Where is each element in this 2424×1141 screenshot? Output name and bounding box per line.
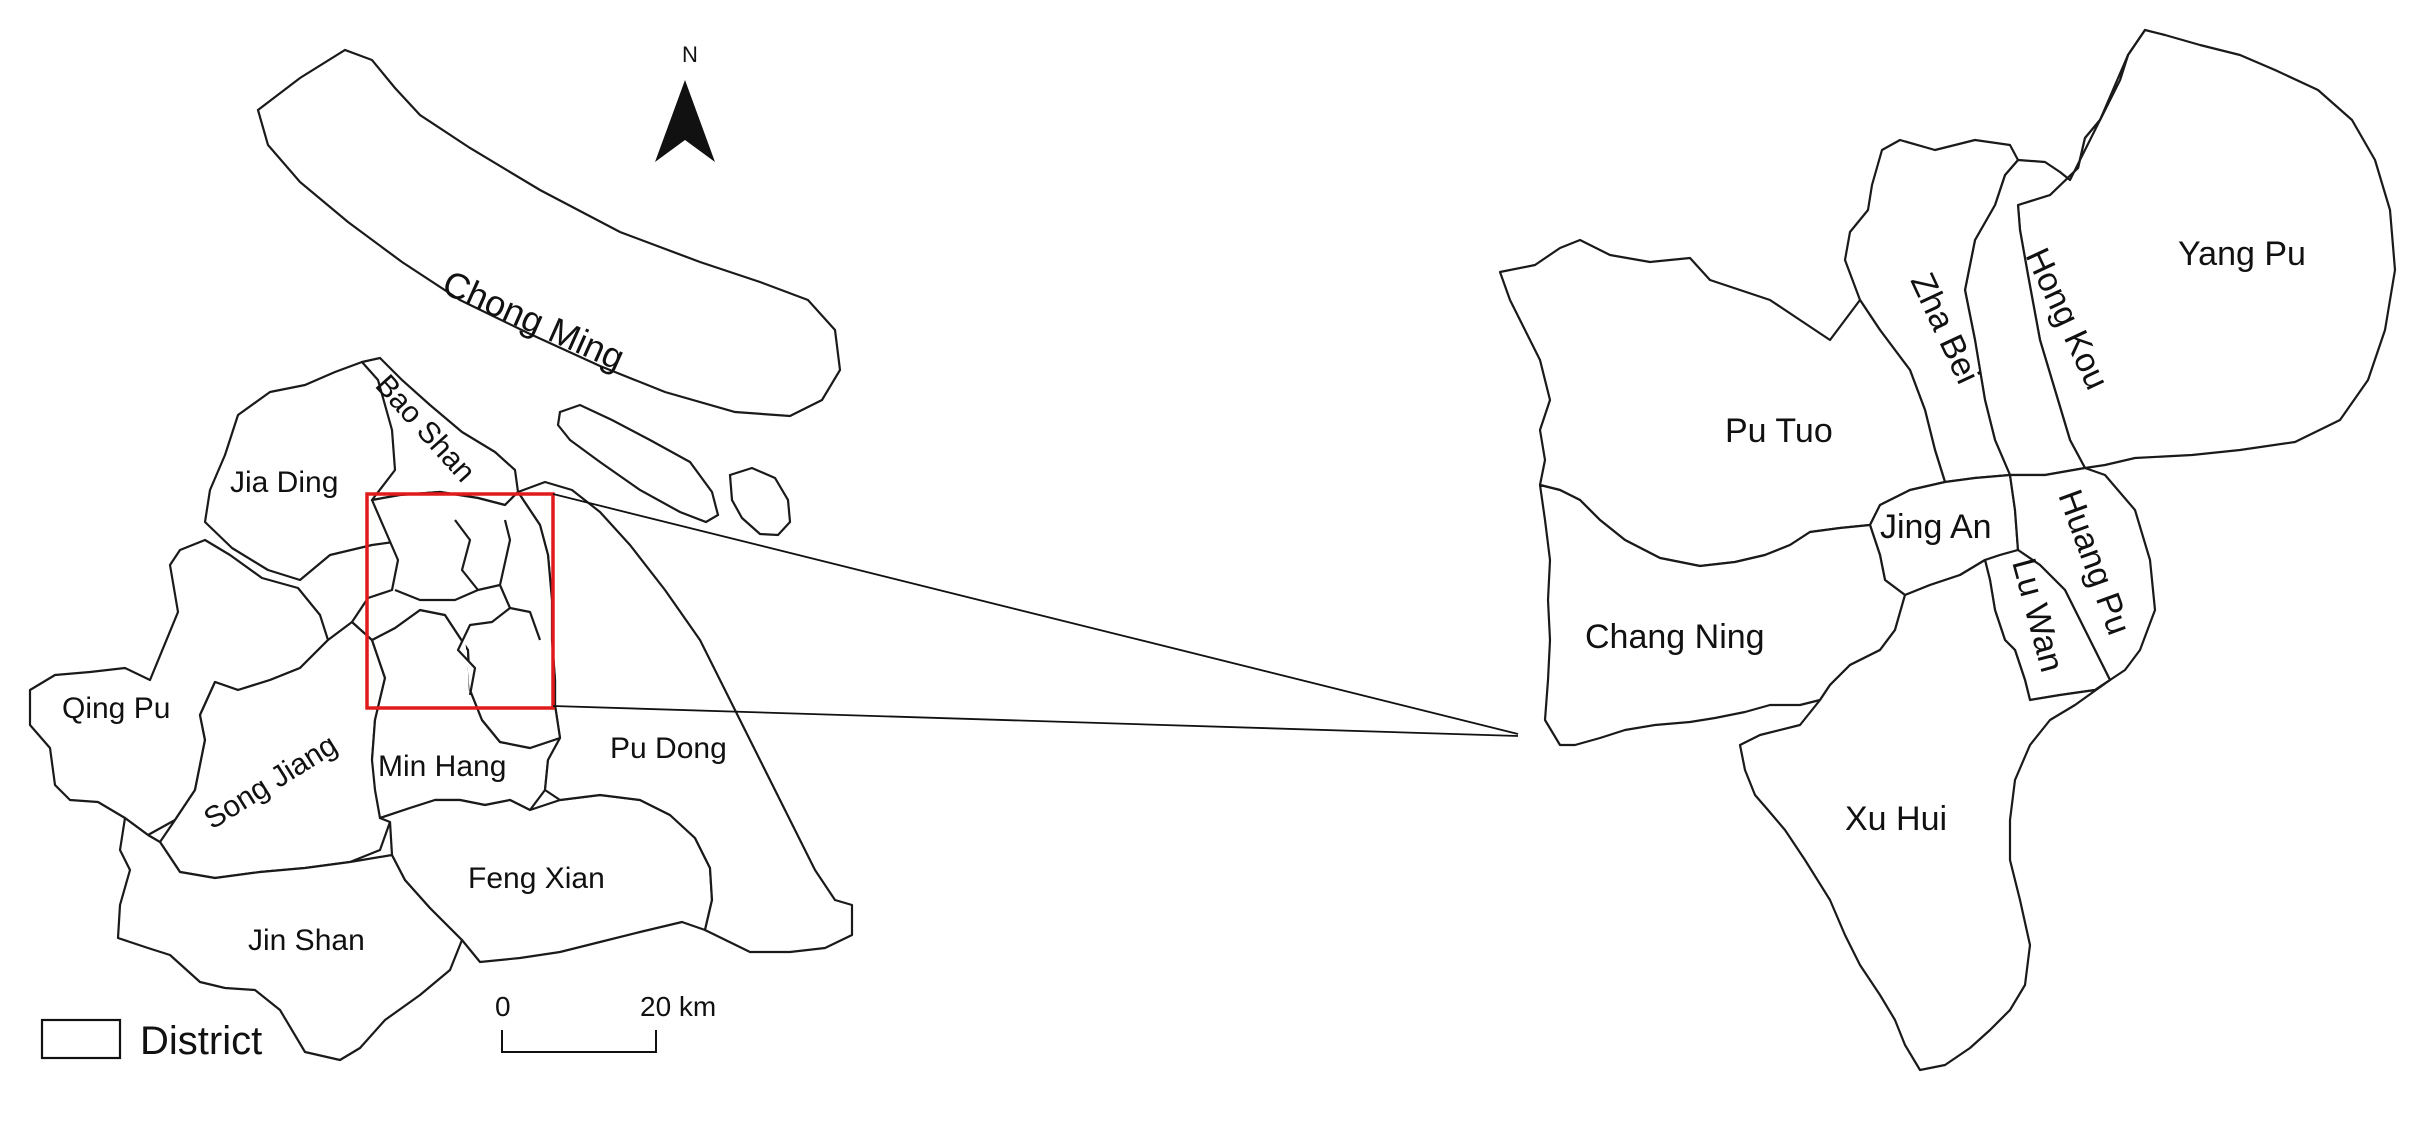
- label-pu-dong: Pu Dong: [610, 732, 727, 765]
- label-qing-pu: Qing Pu: [62, 692, 170, 725]
- leader-line-top: [552, 493, 1519, 735]
- label-min-hang: Min Hang: [378, 750, 506, 783]
- north-arrow-label: N: [682, 42, 698, 67]
- label-chang-ning: Chang Ning: [1585, 618, 1765, 656]
- leader-line-bottom: [552, 705, 1519, 737]
- island-changxing: [556, 403, 720, 524]
- label-jia-ding: Jia Ding: [230, 466, 338, 499]
- legend-district-swatch: [40, 1018, 122, 1060]
- district-xu-hui: [1738, 558, 2112, 1072]
- legend: District: [40, 1018, 262, 1063]
- main-map: Chong Ming Bao Shan Jia Ding Qing Pu Son…: [28, 48, 1519, 1062]
- legend-district-label: District: [140, 1019, 262, 1063]
- main-city-district-line: [394, 519, 542, 696]
- scale-end-label: 20 km: [640, 991, 716, 1022]
- label-yang-pu: Yang Pu: [2178, 235, 2306, 273]
- label-jin-shan: Jin Shan: [248, 924, 365, 957]
- scale-start-label: 0: [495, 991, 511, 1022]
- label-xu-hui: Xu Hui: [1845, 800, 1947, 838]
- island-hengsha: [728, 466, 792, 537]
- district-zha-bei: [1843, 138, 2020, 484]
- main-city-centre: [350, 490, 562, 750]
- district-jin-shan: [116, 816, 464, 1062]
- label-feng-xian: Feng Xian: [468, 862, 605, 895]
- north-arrow-icon: [655, 80, 715, 162]
- scale-bar-line: [501, 1030, 657, 1053]
- scale-bar: 0 20 km: [495, 991, 716, 1053]
- inset-map: Yang Pu Zha Bei Hong Kou Pu Tuo Jing An …: [1498, 28, 2397, 1072]
- north-arrow: N: [655, 42, 715, 162]
- label-pu-tuo: Pu Tuo: [1725, 412, 1833, 450]
- highlight-box: [365, 492, 555, 710]
- district-chong-ming: [256, 48, 842, 418]
- label-jing-an: Jing An: [1880, 508, 1992, 546]
